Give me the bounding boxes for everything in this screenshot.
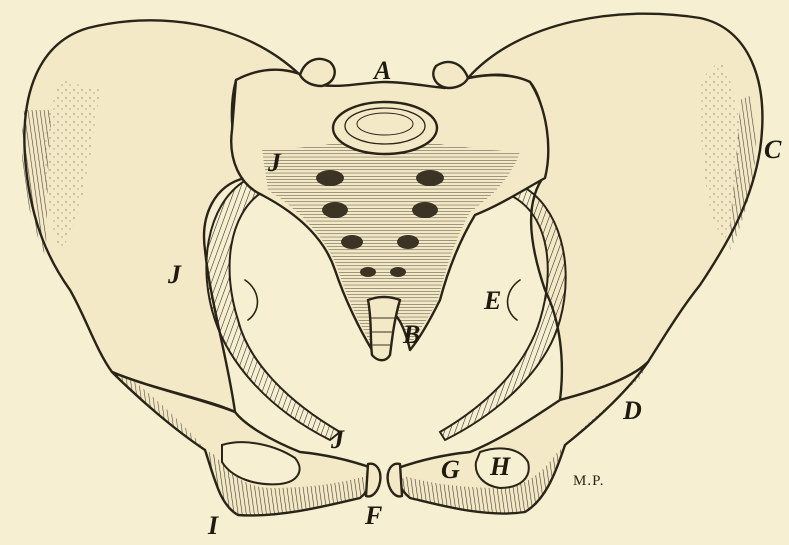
label-F: F <box>365 503 382 529</box>
label-J-lower: J <box>331 427 344 453</box>
label-D: D <box>623 398 642 424</box>
label-C: C <box>764 137 781 163</box>
sacral-body <box>333 102 437 154</box>
artist-signature: M.P. <box>573 473 605 490</box>
coccyx <box>368 297 400 360</box>
label-B: B <box>403 322 420 348</box>
label-E: E <box>484 288 501 314</box>
label-H: H <box>490 454 510 480</box>
label-I: I <box>208 513 218 539</box>
label-J-upper: J <box>268 150 281 176</box>
pubic-symphysis <box>366 464 380 497</box>
label-G: G <box>441 457 460 483</box>
label-J-left: J <box>168 262 181 288</box>
label-A: A <box>374 58 391 84</box>
